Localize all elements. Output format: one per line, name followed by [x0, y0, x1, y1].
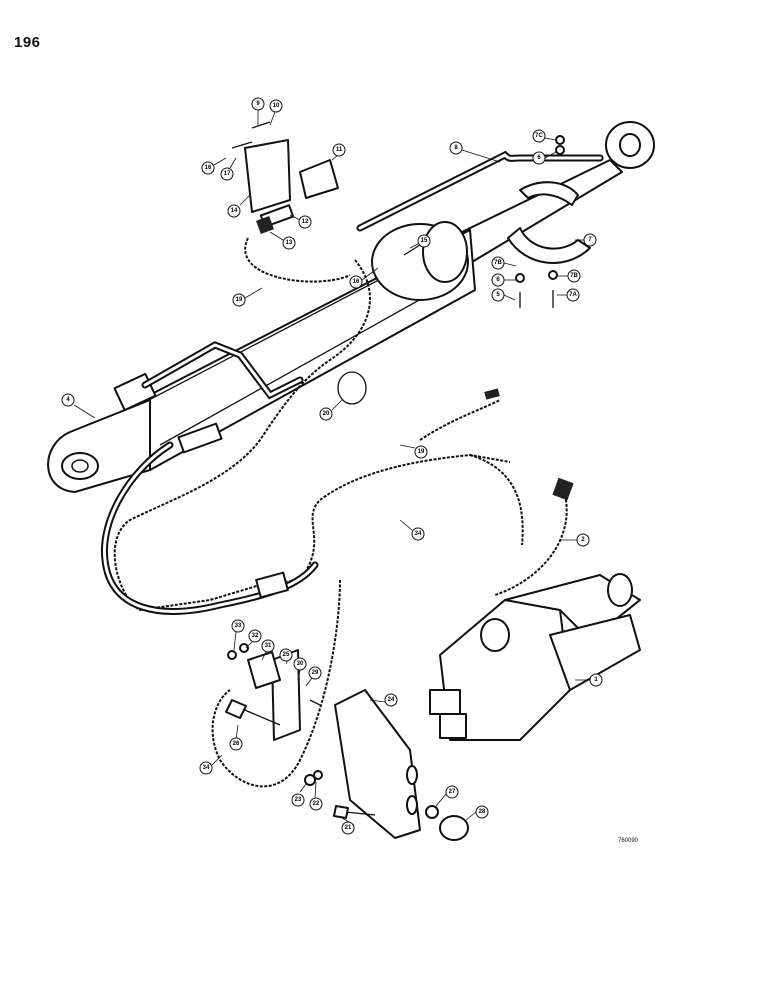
callout-19-left: 19	[232, 287, 263, 307]
svg-text:2: 2	[581, 537, 585, 543]
svg-text:24: 24	[388, 697, 395, 703]
svg-text:4: 4	[66, 397, 70, 403]
mounting-bracket	[334, 689, 421, 839]
callout-4: 4	[61, 393, 96, 419]
callout-11: 11	[331, 143, 346, 161]
callout-32: 32	[245, 629, 262, 649]
callout-30: 30	[293, 657, 307, 681]
callout-16-upper: 16	[201, 157, 227, 175]
callout-labels: 1 2 4 5 6 6 7	[61, 97, 603, 835]
callout-33: 33	[231, 619, 245, 651]
callout-25: 25	[279, 648, 293, 665]
callout-34-right: 34	[399, 519, 425, 541]
callout-17: 17	[220, 157, 237, 181]
callout-34-left: 34	[199, 754, 223, 775]
callout-13: 13	[269, 231, 296, 250]
callout-6-lower: 6	[491, 273, 516, 287]
svg-text:26: 26	[233, 741, 240, 747]
svg-text:13: 13	[286, 240, 293, 246]
svg-text:10: 10	[273, 103, 280, 109]
svg-text:7A: 7A	[569, 292, 577, 298]
callout-19-right: 19	[399, 444, 428, 459]
svg-text:22: 22	[313, 801, 320, 807]
svg-text:19: 19	[418, 449, 425, 455]
svg-text:34: 34	[415, 531, 422, 537]
svg-text:29: 29	[312, 670, 319, 676]
flexible-hose	[100, 422, 319, 615]
svg-text:14: 14	[231, 208, 238, 214]
svg-text:32: 32	[252, 633, 259, 639]
svg-text:12: 12	[302, 219, 309, 225]
svg-text:19: 19	[236, 297, 243, 303]
callout-10: 10	[269, 99, 283, 126]
svg-text:20: 20	[323, 411, 330, 417]
callout-29: 29	[305, 666, 322, 687]
svg-text:25: 25	[283, 652, 290, 658]
switch-plate	[247, 649, 301, 741]
callout-24: 24	[369, 693, 398, 707]
callout-9: 9	[251, 97, 265, 125]
callout-23: 23	[291, 783, 307, 807]
callout-20: 20	[319, 399, 343, 421]
svg-text:21: 21	[345, 825, 352, 831]
clamp	[507, 181, 591, 264]
switch-assembly	[244, 139, 339, 234]
callout-16-lower: 16	[349, 267, 379, 289]
callout-22: 22	[309, 781, 323, 811]
svg-text:23: 23	[295, 797, 302, 803]
callout-31: 31	[261, 639, 275, 661]
callout-5: 5	[491, 288, 516, 302]
svg-text:28: 28	[479, 809, 486, 815]
callout-8: 8	[449, 141, 501, 163]
fasteners	[225, 121, 565, 841]
svg-text:6: 6	[537, 155, 541, 161]
callout-7A: 7A	[557, 288, 580, 302]
callout-7B-left: 7B	[491, 256, 517, 270]
svg-text:8: 8	[454, 145, 458, 151]
callout-27: 27	[435, 785, 459, 807]
control-valve	[429, 573, 641, 741]
callout-12: 12	[289, 214, 312, 229]
callout-6: 6	[532, 151, 557, 165]
svg-text:1: 1	[594, 677, 598, 683]
svg-text:7B: 7B	[494, 260, 502, 266]
callout-7C: 7C	[532, 129, 557, 143]
svg-text:11: 11	[336, 147, 343, 153]
svg-text:16: 16	[353, 279, 360, 285]
callout-7B-right: 7B	[557, 269, 581, 283]
callout-21: 21	[341, 817, 355, 835]
callout-1: 1	[575, 673, 603, 687]
wiring-harness	[113, 237, 574, 788]
callout-2: 2	[560, 533, 590, 547]
svg-text:9: 9	[256, 101, 260, 107]
svg-text:16: 16	[205, 165, 212, 171]
svg-text:5: 5	[496, 292, 500, 298]
snap-ring	[337, 371, 367, 405]
callout-14: 14	[227, 194, 251, 218]
hydraulic-tube	[141, 150, 604, 400]
svg-text:31: 31	[265, 643, 272, 649]
hydraulic-cylinder	[47, 121, 655, 493]
svg-text:7B: 7B	[570, 273, 578, 279]
svg-text:34: 34	[203, 765, 210, 771]
callout-7: 7	[575, 233, 597, 247]
page-number: 196	[14, 34, 41, 51]
svg-text:7C: 7C	[535, 133, 543, 139]
svg-text:30: 30	[297, 661, 304, 667]
callout-28: 28	[465, 805, 489, 821]
drawing-reference-number: 760090	[618, 838, 639, 844]
svg-text:7: 7	[588, 237, 592, 243]
callout-26: 26	[229, 724, 243, 751]
svg-text:17: 17	[224, 171, 231, 177]
svg-text:33: 33	[235, 623, 242, 629]
svg-text:27: 27	[449, 789, 456, 795]
svg-text:15: 15	[421, 238, 428, 244]
svg-text:6: 6	[496, 277, 500, 283]
callout-15: 15	[409, 234, 431, 249]
